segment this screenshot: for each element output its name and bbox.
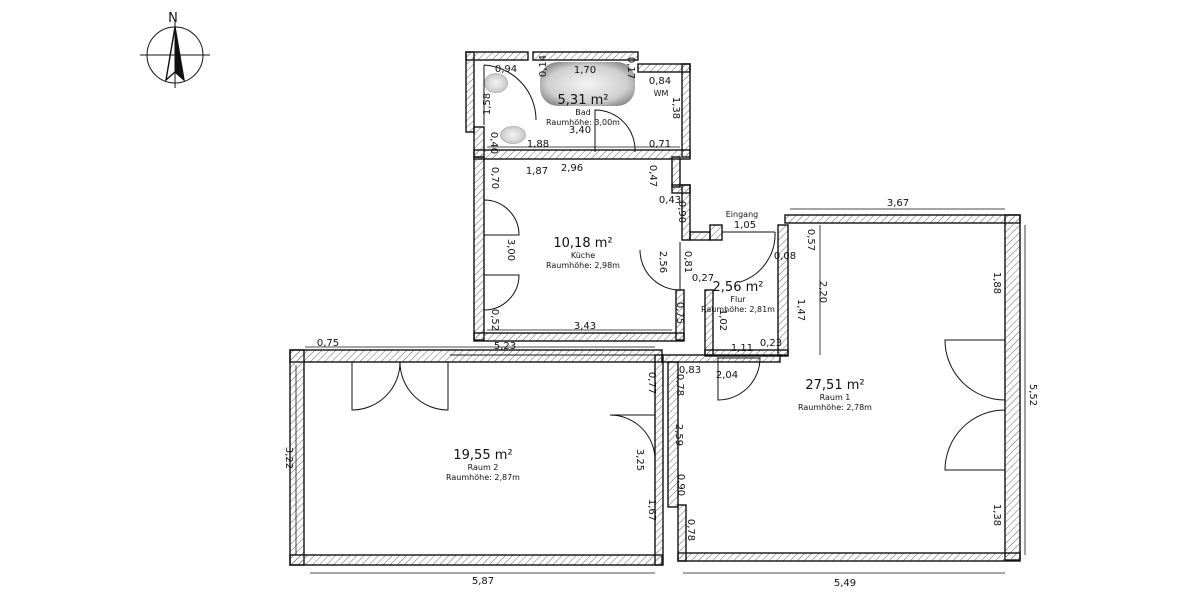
dimension-label: 5,87: [472, 576, 494, 587]
dimension-label: 1,38: [991, 504, 1002, 526]
door-icon: [639, 242, 681, 291]
dimension-label: 0,71: [649, 139, 671, 150]
dimension-label: 3,67: [887, 198, 909, 209]
dimension-label: 5,49: [834, 578, 856, 589]
dimension-label: 0,90: [675, 474, 686, 496]
dimension-label: 3,00: [505, 239, 516, 261]
sink-icon: [484, 73, 508, 93]
room-height: Raumhöhe: 3,00m: [546, 118, 620, 127]
doors: [351, 64, 1006, 471]
dimension-label: 5,52: [1027, 384, 1038, 406]
window-door-icon: [351, 361, 449, 411]
dimension-label: 1,38: [670, 97, 681, 119]
dimension-label: 1,67: [646, 499, 657, 521]
north-compass-icon: N: [140, 11, 210, 88]
dimension-label: 2,20: [817, 281, 828, 303]
dimension-label: 0,70: [489, 167, 500, 189]
room-name: Flur: [730, 295, 746, 304]
washing-machine-label: WM: [654, 89, 669, 98]
compass-north-label: N: [168, 11, 178, 26]
dimension-label: 0,94: [495, 64, 517, 75]
dimension-label: 0,57: [805, 229, 816, 251]
dimension-label: 1,88: [527, 139, 549, 150]
dimension-label: 0,14: [538, 55, 549, 77]
room-name: Raum 2: [468, 463, 499, 472]
room-height: Raumhöhe: 2,87m: [446, 473, 520, 482]
dimension-label: 0,78: [685, 519, 696, 541]
window-door-icon: [944, 339, 1006, 471]
dimension-label: 1,70: [574, 65, 596, 76]
toilet-icon: [500, 126, 526, 144]
dimension-label: 0,47: [647, 165, 658, 187]
room-area: 2,56 m²: [713, 280, 764, 295]
window-door-icon: [483, 199, 520, 311]
room-name: Raum 1: [820, 393, 851, 402]
dimension-label: 1,11: [731, 343, 753, 354]
door-icon: [483, 64, 537, 125]
dimension-label: 2,96: [561, 163, 583, 174]
dimension-label: 1,05: [734, 220, 756, 231]
room-height: Raumhöhe: 2,81m: [701, 305, 775, 314]
dimension-label: 0,17: [625, 57, 636, 79]
dimension-label: 2,59: [673, 424, 684, 446]
dimension-label: 0,78: [674, 374, 685, 396]
dimension-label: 0,83: [679, 365, 701, 376]
room-name: Bad: [575, 108, 590, 117]
dimension-label: 0,08: [774, 251, 796, 262]
dimension-label: 3,43: [574, 321, 596, 332]
room-area: 5,31 m²: [558, 93, 609, 108]
room-height: Raumhöhe: 2,98m: [546, 261, 620, 270]
bathtub-icon: [540, 62, 635, 106]
dimension-label: 0,81: [682, 251, 693, 273]
dimension-label: 0,27: [692, 273, 714, 284]
dimension-label: 0,75: [674, 302, 685, 324]
dimension-label: 1,02: [717, 309, 728, 331]
dimension-label: 1,58: [482, 93, 493, 115]
room-name: Küche: [571, 251, 595, 260]
dimension-label: 0,43: [659, 195, 681, 206]
dimension-label: 0,23: [760, 338, 782, 349]
dimension-label: 2,56: [657, 251, 668, 273]
dimension-label: 0,90: [676, 201, 687, 223]
dimension-label: 3,22: [283, 447, 294, 469]
dimension-label: 2,04: [716, 370, 738, 381]
dimension-label: 0,75: [317, 338, 339, 349]
dimension-label: 3,40: [569, 125, 591, 136]
entrance-label: Eingang: [726, 210, 758, 219]
entrance-door-icon: [722, 231, 776, 283]
room-area: 10,18 m²: [553, 236, 612, 251]
dimension-label: 0,84: [649, 76, 671, 87]
dimension-label: 0,77: [646, 372, 657, 394]
dimension-label: 5,23: [494, 341, 516, 352]
room-area: 27,51 m²: [805, 378, 864, 393]
dimension-label: 1,47: [795, 299, 806, 321]
door-icon: [609, 414, 656, 461]
dimension-label: 0,40: [488, 132, 499, 154]
dimension-lines: [295, 146, 1026, 574]
dimension-label: 0,52: [489, 309, 500, 331]
room-height: Raumhöhe: 2,78m: [798, 403, 872, 412]
fixtures: [484, 62, 635, 144]
walls: [289, 51, 1021, 566]
dimension-label: 1,87: [526, 166, 548, 177]
door-icon: [717, 357, 761, 401]
door-icon: [594, 109, 636, 153]
dimension-label: 3,25: [634, 449, 645, 471]
room-area: 19,55 m²: [453, 448, 512, 463]
dimension-labels: 0,94 1,70 0,14 0,17 0,84 1,58 1,38 3,40 0,40 1,88…: [283, 55, 1038, 589]
dimension-label: 1,88: [991, 272, 1002, 294]
